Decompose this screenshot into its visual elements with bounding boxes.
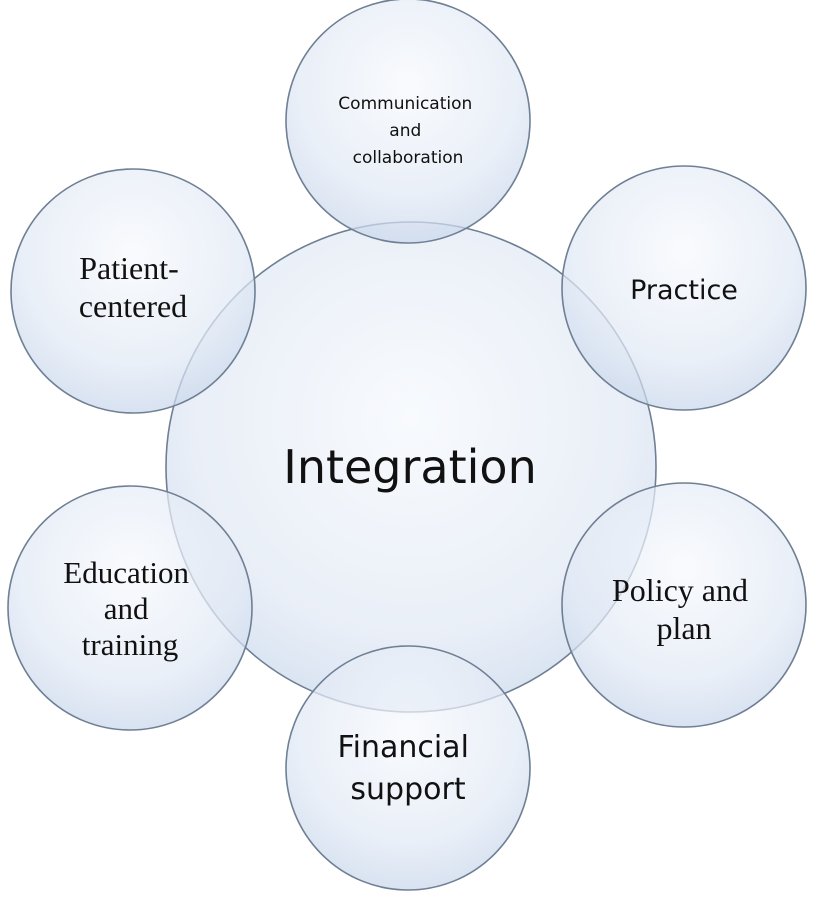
node-label-patient: Patient- centered — [79, 250, 187, 324]
node-circle-financial — [285, 645, 531, 891]
node-label-financial: Financial support — [338, 730, 479, 807]
node-circle-communication — [285, 0, 531, 244]
node-circle-practice — [561, 165, 807, 411]
node-label-practice: Practice — [630, 275, 738, 306]
node-circle-patient — [10, 168, 256, 414]
center-label: Integration — [283, 440, 536, 494]
node-circle-education — [7, 485, 253, 731]
node-circle-policy — [561, 482, 807, 728]
node-label-communication: Communication and collaboration — [338, 94, 477, 168]
node-label-education: Education and training — [63, 555, 196, 662]
node-label-policy: Policy and plan — [612, 572, 756, 646]
